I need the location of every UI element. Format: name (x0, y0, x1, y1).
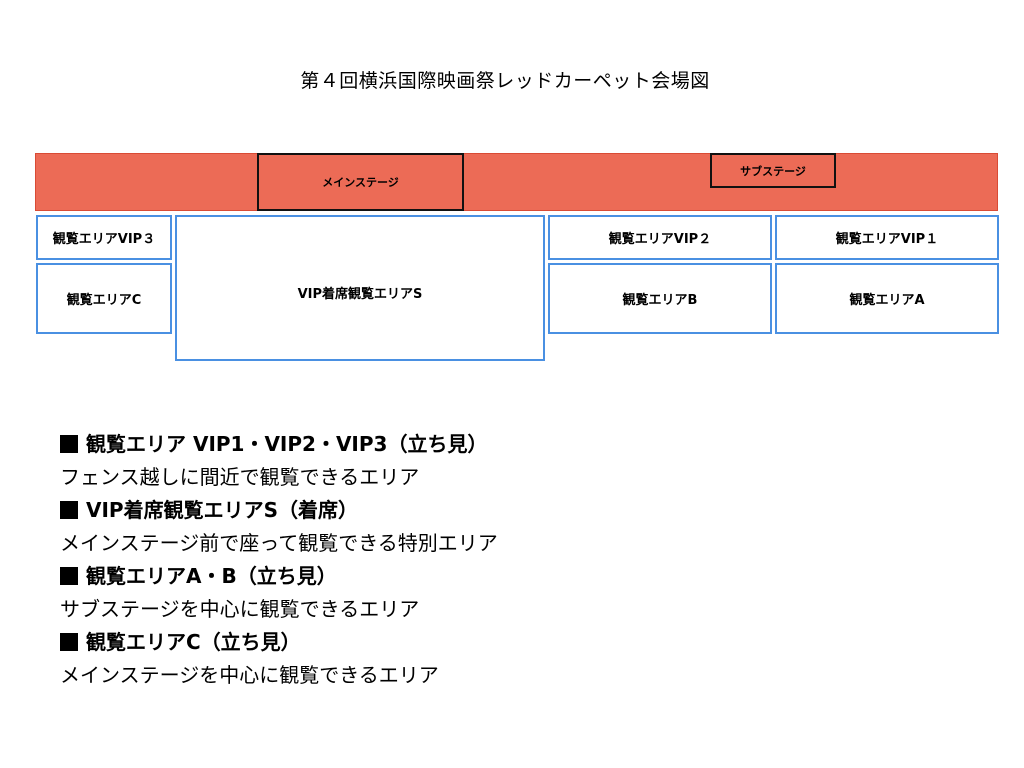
page-title: 第４回横浜国際映画祭レッドカーペット会場図 (300, 70, 710, 92)
area-c-label: 観覧エリアC (66, 293, 142, 308)
legend-item-ab: 観覧エリアA・B（立ち見） サブステージを中心に観覧できるエリア (60, 560, 1000, 626)
legend-heading: VIP着席観覧エリアS（着席） (60, 494, 1000, 527)
area-vip2: 観覧エリアVIP２ (548, 215, 772, 260)
legend-heading-text: 観覧エリアA・B（立ち見） (86, 564, 337, 588)
legend-heading-text: 観覧エリア VIP1・VIP2・VIP3（立ち見） (86, 432, 488, 456)
red-carpet (35, 153, 998, 211)
area-b-label: 観覧エリアB (622, 293, 698, 308)
legend-item-c: 観覧エリアC（立ち見） メインステージを中心に観覧できるエリア (60, 626, 1000, 692)
area-vip3: 観覧エリアVIP３ (36, 215, 172, 260)
area-a: 観覧エリアA (775, 263, 999, 334)
main-stage-label: メインステージ (322, 176, 399, 189)
legend-item-vip: 観覧エリア VIP1・VIP2・VIP3（立ち見） フェンス越しに間近で観覧でき… (60, 428, 1000, 494)
legend-item-s: VIP着席観覧エリアS（着席） メインステージ前で座って観覧できる特別エリア (60, 494, 1000, 560)
area-s: VIP着席観覧エリアS (175, 215, 545, 361)
area-a-label: 観覧エリアA (849, 293, 925, 308)
area-vip1: 観覧エリアVIP１ (775, 215, 999, 260)
square-bullet-icon (60, 435, 78, 453)
square-bullet-icon (60, 501, 78, 519)
area-vip2-label: 観覧エリアVIP２ (608, 232, 712, 247)
square-bullet-icon (60, 633, 78, 651)
area-b: 観覧エリアB (548, 263, 772, 334)
sub-stage: サブステージ (710, 153, 836, 188)
legend-description: メインステージを中心に観覧できるエリア (60, 663, 439, 687)
area-c: 観覧エリアC (36, 263, 172, 334)
legend-heading-text: 観覧エリアC（立ち見） (86, 630, 301, 654)
area-vip1-label: 観覧エリアVIP１ (835, 232, 939, 247)
legend-heading-text: VIP着席観覧エリアS（着席） (86, 498, 358, 522)
legend-description: メインステージ前で座って観覧できる特別エリア (60, 531, 498, 555)
legend: 観覧エリア VIP1・VIP2・VIP3（立ち見） フェンス越しに間近で観覧でき… (60, 428, 1000, 692)
legend-heading: 観覧エリア VIP1・VIP2・VIP3（立ち見） (60, 428, 1000, 461)
sub-stage-label: サブステージ (740, 164, 806, 178)
area-vip3-label: 観覧エリアVIP３ (52, 232, 156, 247)
square-bullet-icon (60, 567, 78, 585)
legend-description: フェンス越しに間近で観覧できるエリア (60, 465, 420, 489)
main-stage: メインステージ (257, 153, 464, 211)
legend-heading: 観覧エリアC（立ち見） (60, 626, 1000, 659)
area-s-label: VIP着席観覧エリアS (297, 287, 423, 302)
legend-heading: 観覧エリアA・B（立ち見） (60, 560, 1000, 593)
legend-description: サブステージを中心に観覧できるエリア (60, 597, 420, 621)
